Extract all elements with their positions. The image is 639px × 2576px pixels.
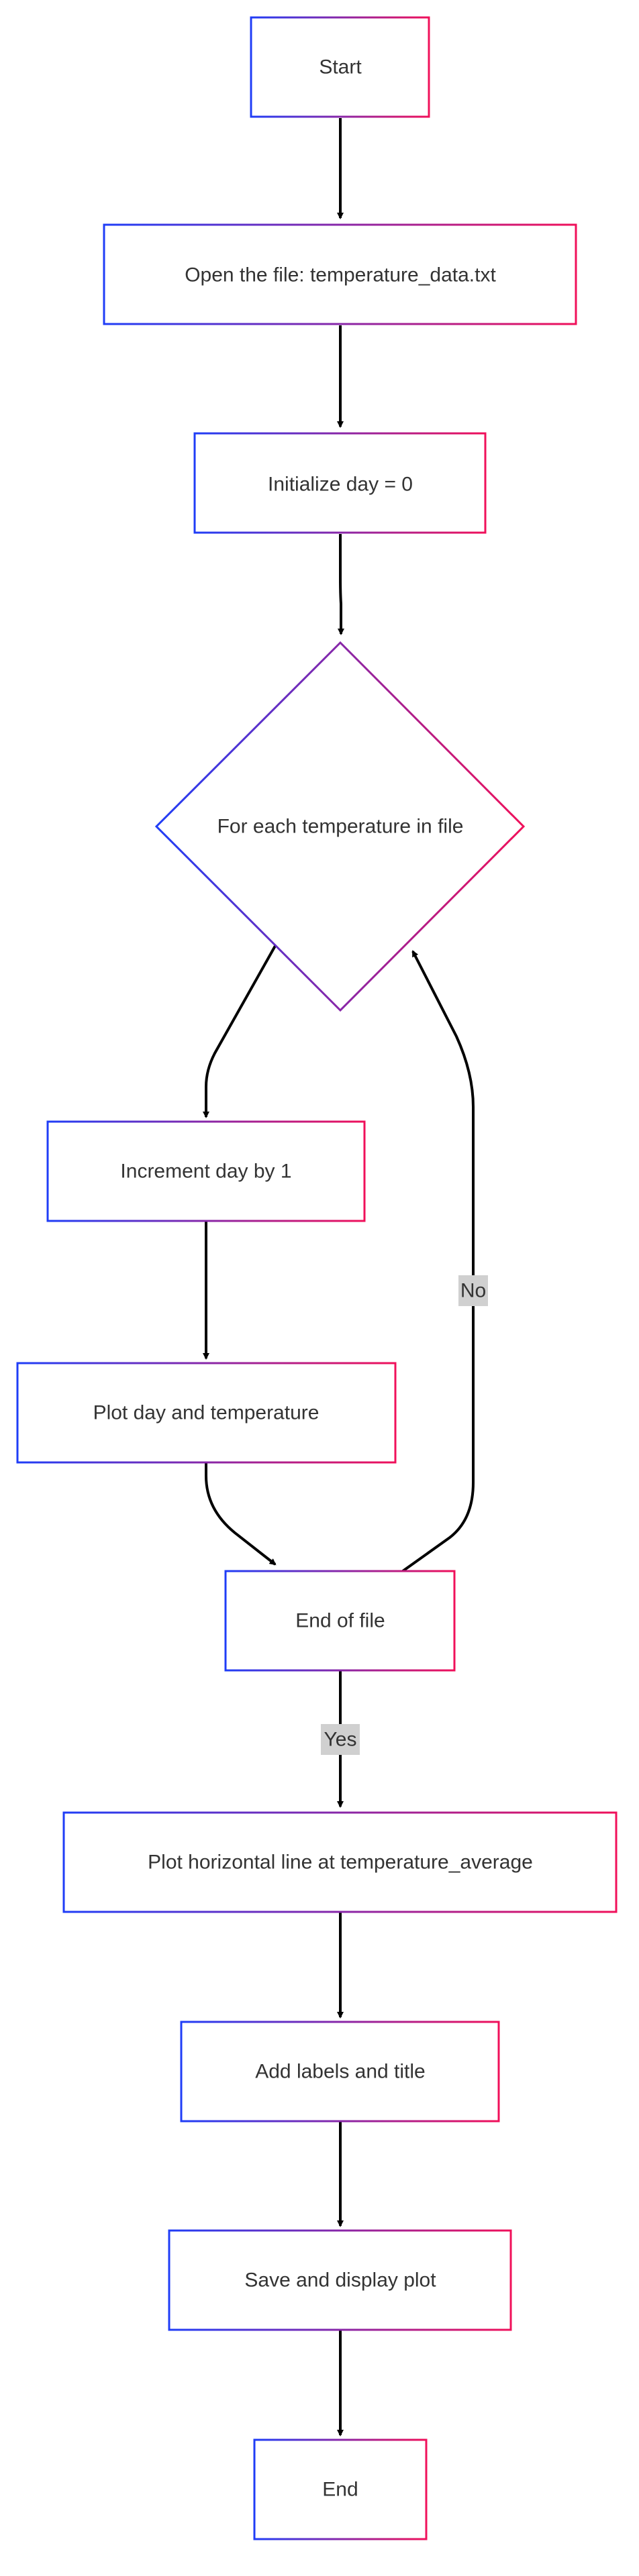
edge-label-no-text: No: [460, 1280, 486, 1302]
edge-eof-to-loop-no: [401, 950, 475, 1572]
node-plot-average-label: Plot horizontal line at temperature_aver…: [148, 1851, 533, 1874]
node-add-labels-label: Add labels and title: [255, 2061, 426, 2083]
edge-plot-to-eof: [205, 1462, 277, 1566]
node-init-day[interactable]: Initialize day = 0: [193, 432, 487, 534]
node-plot-average[interactable]: Plot horizontal line at temperature_aver…: [62, 1811, 618, 1913]
edge-label-yes-text: Yes: [324, 1729, 357, 1751]
node-end-of-file[interactable]: End of file: [224, 1570, 456, 1672]
node-end[interactable]: End: [253, 2438, 428, 2540]
node-increment-label: Increment day by 1: [120, 1161, 291, 1183]
node-save-display[interactable]: Save and display plot: [168, 2229, 512, 2331]
node-end-label: End: [322, 2479, 358, 2501]
node-plot-point[interactable]: Plot day and temperature: [16, 1362, 397, 1464]
edge-label-yes: Yes: [321, 1724, 360, 1755]
flow-edges: [203, 118, 475, 2436]
node-for-each-decision[interactable]: For each temperature in file: [154, 641, 526, 1012]
node-add-labels[interactable]: Add labels and title: [180, 2021, 500, 2123]
edge-init-to-loop: [338, 534, 344, 635]
node-plot-point-label: Plot day and temperature: [93, 1402, 320, 1424]
node-start-label: Start: [319, 56, 362, 78]
node-open-file[interactable]: Open the file: temperature_data.txt: [103, 223, 577, 325]
node-save-display-label: Save and display plot: [244, 2269, 436, 2292]
node-open-file-label: Open the file: temperature_data.txt: [185, 264, 496, 286]
node-start[interactable]: Start: [250, 16, 430, 118]
node-for-each-label: For each temperature in file: [217, 816, 464, 838]
node-init-day-label: Initialize day = 0: [268, 474, 413, 496]
edge-loop-to-increment: [203, 945, 277, 1118]
edge-label-no: No: [458, 1275, 488, 1306]
node-increment[interactable]: Increment day by 1: [46, 1120, 366, 1222]
node-end-of-file-label: End of file: [295, 1610, 385, 1632]
